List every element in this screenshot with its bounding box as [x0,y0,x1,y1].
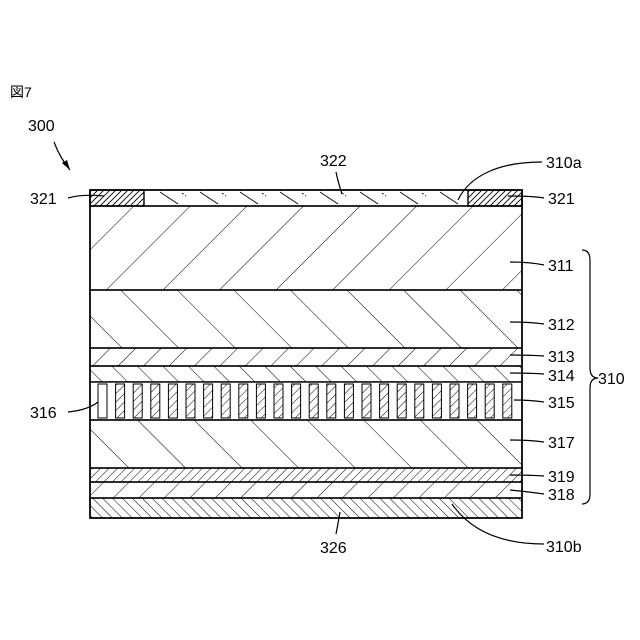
layer-313 [90,348,522,366]
pillar [239,384,248,418]
label-326: 326 [320,540,347,557]
pillar [468,384,477,418]
pillar [485,384,494,418]
pillar [362,384,371,418]
label-319: 319 [548,469,575,486]
label-322: 322 [320,153,347,170]
pillar [415,384,424,418]
pillar [168,384,177,418]
pillar [503,384,512,418]
pillar [309,384,318,418]
device-ref-label: 300 [28,118,55,135]
pillar [292,384,301,418]
label-312: 312 [548,317,575,334]
pillar [274,384,283,418]
pillar [432,384,441,418]
label-318: 318 [548,487,575,504]
layer-326 [90,498,522,518]
pillar [450,384,459,418]
pillar [116,384,125,418]
layer-314 [90,366,522,382]
pillar [221,384,230,418]
label-317: 317 [548,435,575,452]
brace-310 [582,250,598,504]
device-ref-arrow [54,142,70,170]
label-310b: 310b [546,539,582,556]
layer-312 [90,290,522,348]
pillar [380,384,389,418]
label-316: 316 [30,405,57,422]
label-315: 315 [548,395,575,412]
label-321-right: 321 [548,191,575,208]
pillar [186,384,195,418]
layer-311 [90,206,522,290]
layer-319 [90,468,522,482]
pillar [256,384,265,418]
pillar [98,384,107,418]
pillar [133,384,142,418]
pillar [151,384,160,418]
layer-321-right [468,190,522,206]
label-311: 311 [548,258,574,275]
label-314: 314 [548,368,575,385]
pillar [204,384,213,418]
pillar [344,384,353,418]
label-310a: 310a [546,155,582,172]
pillar [397,384,406,418]
pillar [327,384,336,418]
layer-321-left [90,190,144,206]
label-310: 310 [598,371,625,388]
layer-318 [90,482,522,498]
layer-317 [90,420,522,468]
label-321-left: 321 [30,191,57,208]
figure-label: 図7 [10,84,32,100]
label-313: 313 [548,349,575,366]
